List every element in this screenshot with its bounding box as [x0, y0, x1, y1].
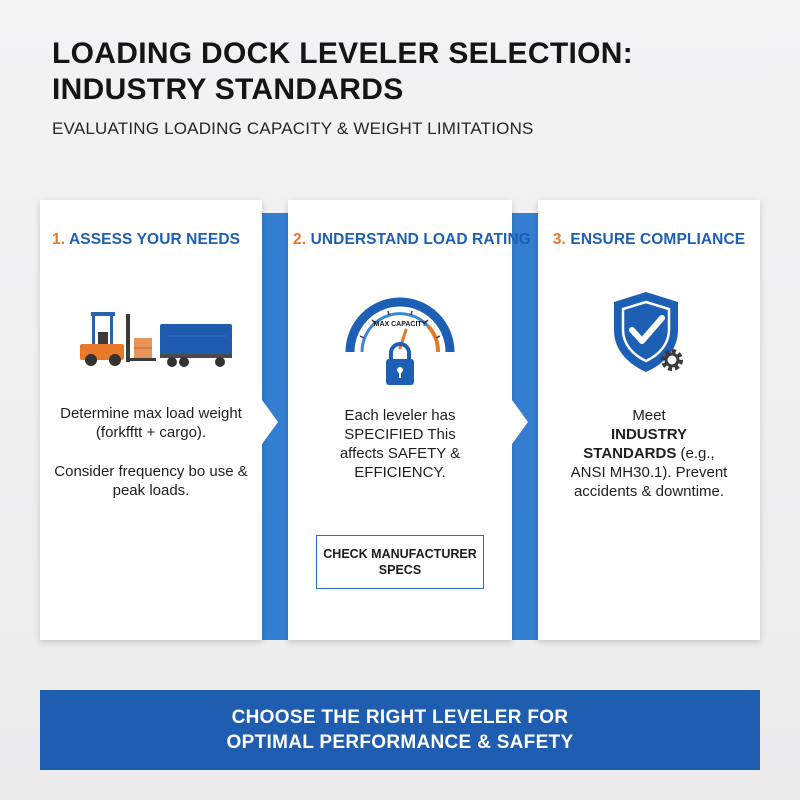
- step-text: Each leveler has SPECIFIED This affects …: [339, 407, 461, 481]
- chevron-right-icon: [262, 400, 278, 444]
- text-bold: INDUSTRY STANDARDS: [583, 426, 688, 462]
- title-line-1: LOADING DOCK LEVELER SELECTION:: [52, 37, 633, 70]
- footer-line-1: CHOOSE THE RIGHT LEVELER FOR: [231, 707, 569, 728]
- step-text: Meet INDUSTRY STANDARDS (e.g., ANSI MH30…: [538, 406, 760, 501]
- text-pre: Meet: [632, 407, 666, 424]
- capacity-gauge-lock-icon: MAX CAPACITY: [345, 297, 455, 385]
- step-number: 2.: [293, 231, 307, 248]
- step-title: ENSURE COMPLIANCE: [570, 231, 746, 248]
- step-text: Determine max load weight (forkfftt + ca…: [60, 405, 242, 441]
- gauge-label: MAX CAPACITY: [374, 321, 427, 328]
- step-heading: 3. ENSURE COMPLIANCE: [538, 231, 760, 249]
- footer-banner: CHOOSE THE RIGHT LEVELER FOR OPTIMAL PER…: [40, 690, 760, 770]
- step-title: ASSESS YOUR NEEDS: [68, 231, 241, 248]
- step-number: 3.: [552, 231, 566, 248]
- step-title: UNDERSTAND LOAD RATING: [310, 231, 531, 248]
- step-number: 1.: [52, 231, 66, 248]
- text-post: (e.g., ANSI MH30.1). Prevent accidents &…: [570, 445, 728, 500]
- page-subtitle: EVALUATING LOADING CAPACITY & WEIGHT LIM…: [52, 119, 534, 138]
- title-line-2: INDUSTRY STANDARDS: [52, 73, 404, 106]
- shield-check-gear-icon: [614, 292, 683, 372]
- chevron-right-icon: [512, 400, 528, 444]
- step-heading: 1. ASSESS YOUR NEEDS: [40, 231, 262, 249]
- step-card-load-rating: 2. UNDERSTAND LOAD RATING MAX CAPACITY E…: [288, 200, 531, 640]
- page-title: LOADING DOCK LEVELER SELECTION: INDUSTRY…: [52, 36, 633, 108]
- step-heading: 2. UNDERSTAND LOAD RATING: [288, 231, 531, 249]
- forklift-truck-icon: [80, 312, 232, 367]
- footer-line-2: OPTIMAL PERFORMANCE & SAFETY: [226, 732, 574, 753]
- step-card-compliance: 3. ENSURE COMPLIANCE Meet INDUSTRY STAND…: [538, 200, 760, 640]
- check-specs-button[interactable]: CHECK MANUFACTURER SPECS: [316, 535, 484, 589]
- step-card-assess: 1. ASSESS YOUR NEEDS Determine max load …: [40, 200, 262, 640]
- step-text: Consider frequency bo use & peak loads.: [54, 463, 248, 499]
